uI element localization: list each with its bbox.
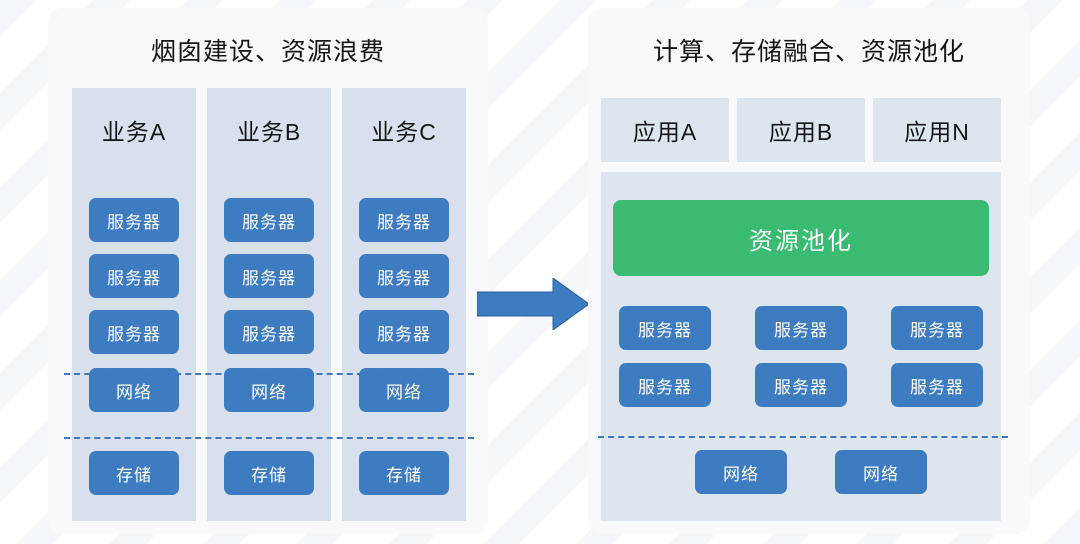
silo-a-header: 业务A [101,118,167,145]
server-box: 服务器 [89,198,179,242]
app-box-n: 应用N [873,98,1001,162]
server-box: 服务器 [619,306,711,350]
storage-box: 存储 [359,451,449,495]
network-box: 网络 [835,450,927,494]
server-box: 服务器 [224,310,314,354]
silo-column-a: 业务A 服务器 服务器 服务器 网络 存储 [72,88,196,521]
server-box: 服务器 [891,363,983,407]
server-box: 服务器 [89,310,179,354]
app-box-b: 应用B [737,98,865,162]
silo-c-servers: 服务器 服务器 服务器 [359,198,449,366]
storage-box: 存储 [89,451,179,495]
server-box: 服务器 [224,198,314,242]
network-box: 网络 [695,450,787,494]
pool-network-divider [598,436,1008,438]
network-box: 网络 [359,368,449,412]
server-box: 服务器 [359,310,449,354]
silo-b-header: 业务B [236,118,302,145]
network-box: 网络 [89,368,179,412]
server-box: 服务器 [891,306,983,350]
left-panel-title: 烟囱建设、资源浪费 [150,38,385,66]
server-box: 服务器 [755,306,847,350]
silo-column-c: 业务C 服务器 服务器 服务器 网络 存储 [342,88,466,521]
server-box: 服务器 [359,198,449,242]
application-row: 应用A 应用B 应用N [601,98,1001,162]
resource-pool-bar: 资源池化 [613,200,989,276]
silo-c-header: 业务C [371,118,437,145]
silo-b-servers: 服务器 服务器 服务器 [224,198,314,366]
pooled-server-grid: 服务器 服务器 服务器 服务器 服务器 服务器 [619,306,983,420]
server-box: 服务器 [619,363,711,407]
server-box: 服务器 [89,254,179,298]
server-box: 服务器 [755,363,847,407]
server-box: 服务器 [359,254,449,298]
right-panel-title: 计算、存储融合、资源池化 [652,38,965,66]
resource-pool-container: 资源池化 服务器 服务器 服务器 服务器 服务器 服务器 网络 网络 [601,172,1001,521]
server-box: 服务器 [224,254,314,298]
storage-box: 存储 [224,451,314,495]
compute-network-divider [64,373,474,375]
pooled-network-row: 网络 网络 [695,450,927,494]
app-box-a: 应用A [601,98,729,162]
network-box: 网络 [224,368,314,412]
network-storage-divider [64,437,474,439]
silo-a-servers: 服务器 服务器 服务器 [89,198,179,366]
right-arrow-icon [476,277,590,331]
silo-column-b: 业务B 服务器 服务器 服务器 网络 存储 [207,88,331,521]
